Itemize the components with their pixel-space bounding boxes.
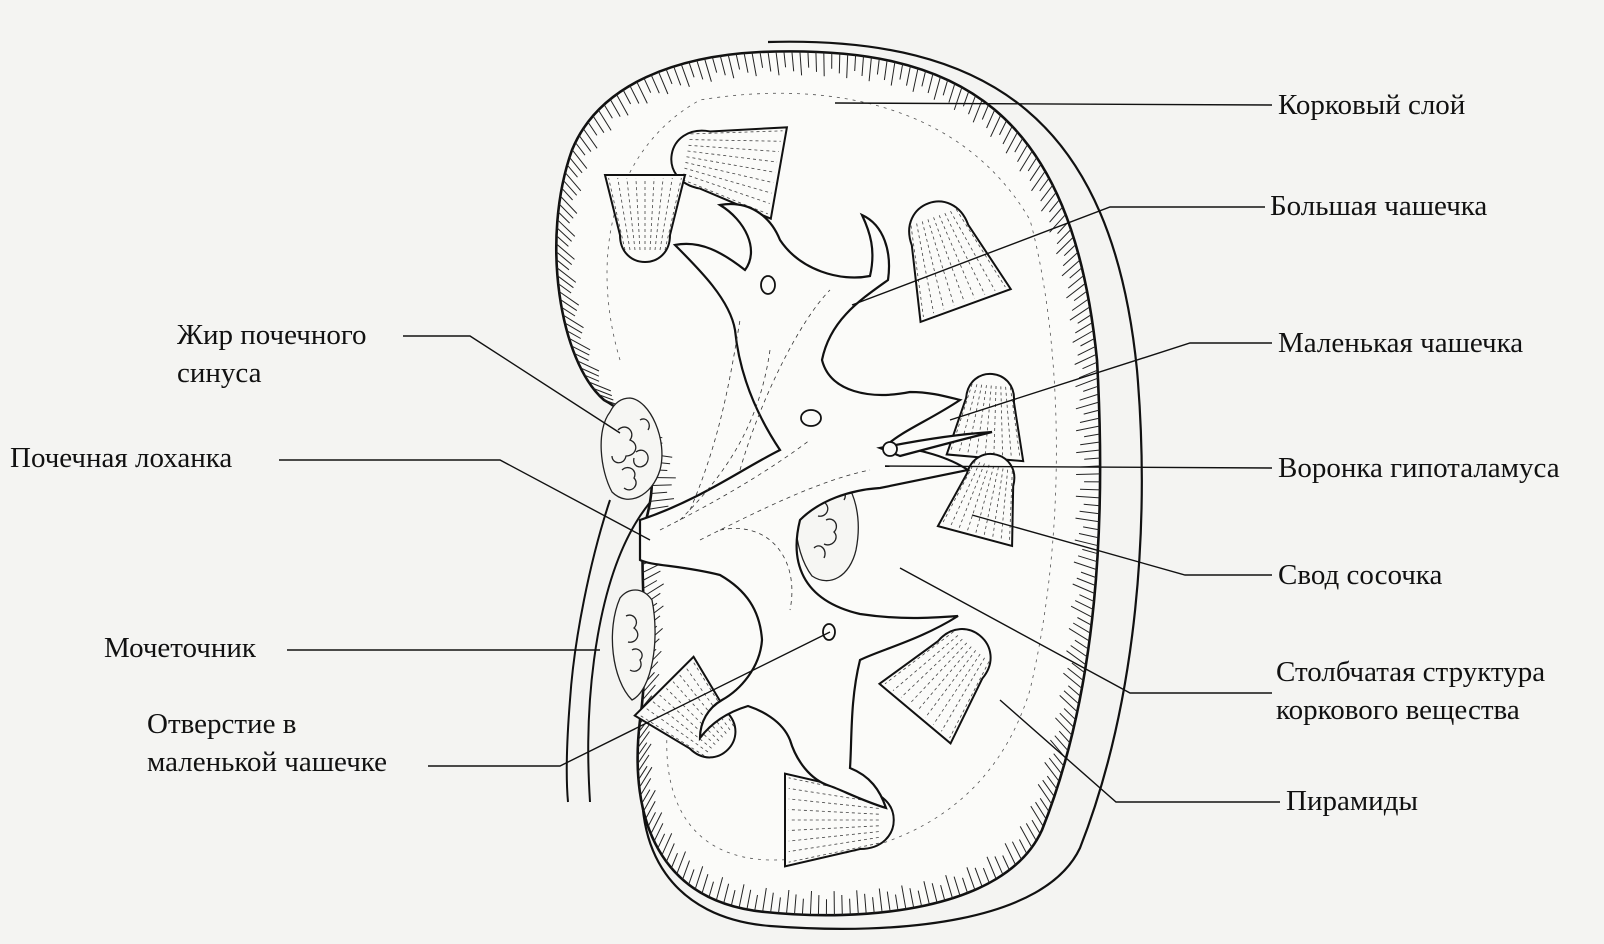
label-renal-pelvis: Почечная лоханка [10,439,232,477]
label-minor-calyx: Маленькая чашечка [1278,324,1523,362]
label-pyramids: Пирамиды [1286,782,1418,820]
label-infundibulum: Воронка гипоталамуса [1278,449,1560,487]
label-renal-column: Столбчатая структура коркового вещества [1276,653,1545,729]
label-ureter: Мочеточник [104,629,256,667]
label-sinus-fat: Жир почечного синуса [177,316,367,392]
leader-line [279,460,650,540]
label-major-calyx: Большая чашечка [1270,187,1487,225]
label-papilla-fornix: Свод сосочка [1278,556,1442,594]
label-calyx-opening: Отверстие в маленькой чашечке [147,705,387,781]
label-cortex: Корковый слой [1278,86,1465,124]
